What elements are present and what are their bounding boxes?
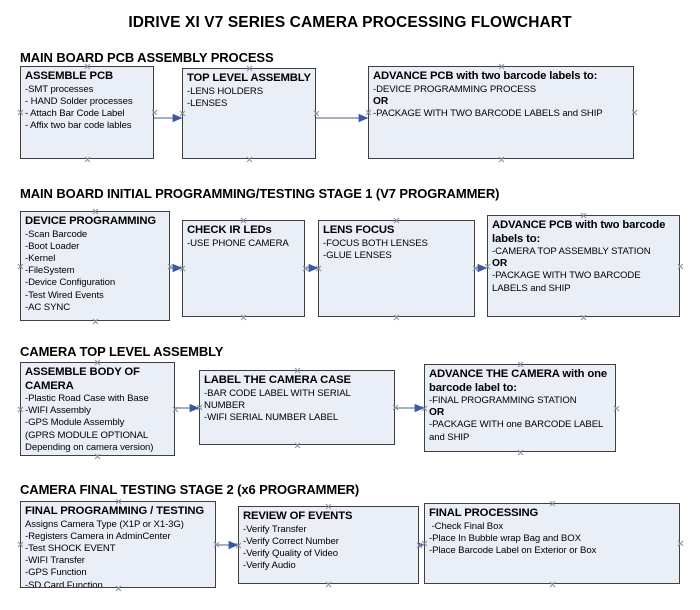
process-box-line: -Place In Bubble wrap Bag and BOX — [429, 532, 581, 544]
process-box-line: -USE PHONE CAMERA — [187, 237, 289, 249]
process-box-lines: -SMT processes- HAND Solder processes- A… — [25, 84, 150, 133]
process-box-line: -SD Card Function — [25, 579, 103, 588]
process-box-line: -Verify Audio — [243, 560, 296, 572]
process-box-line: -Test Wired Events — [25, 289, 104, 301]
process-box-line: -Plastic Road Case with Base — [25, 393, 149, 404]
process-box-line: -PACKAGE WITH one BARCODE LABEL and SHIP — [429, 419, 606, 443]
process-box-line: -Registers Camera in AdminCenter — [25, 530, 171, 542]
process-box-title: LABEL THE CAMERA CASE — [204, 374, 351, 386]
process-box-line: -GLUE LENSES — [323, 249, 392, 261]
process-box-line: -GPS Function — [25, 567, 87, 579]
process-box-line: Assigns Camera Type (X1P or X1-3G) — [25, 518, 184, 530]
process-box-lines: Assigns Camera Type (X1P or X1-3G)-Regis… — [25, 518, 212, 588]
process-box-line: -Verify Quality of Video — [243, 547, 339, 559]
process-box-line: -Scan Barcode — [25, 228, 88, 240]
process-box-title: TOP LEVEL ASSEMBLY — [187, 72, 311, 84]
process-box-lines: -Check Final Box-Place In Bubble wrap Ba… — [429, 521, 676, 558]
process-box[interactable]: LENS FOCUS-FOCUS BOTH LENSES-GLUE LENSES — [318, 220, 475, 317]
process-box-title: ADVANCE THE CAMERA with one barcode labe… — [429, 368, 610, 394]
process-box-line: -PACKAGE WITH TWO BARCODE LABELS and SHI… — [373, 107, 603, 119]
section-heading: MAIN BOARD PCB ASSEMBLY PROCESS — [20, 50, 274, 65]
process-box-title: ASSEMBLE PCB — [25, 70, 113, 82]
process-box-lines: -Verify Transfer-Verify Correct Number-V… — [243, 524, 415, 573]
process-box-line: -Verify Transfer — [243, 523, 307, 535]
process-box[interactable]: DEVICE PROGRAMMING-Scan Barcode-Boot Loa… — [20, 211, 170, 321]
process-box[interactable]: ADVANCE PCB with two barcode labels to:-… — [368, 66, 634, 159]
process-box-line: -GPS Module Assembly — [25, 417, 125, 429]
section-heading: CAMERA TOP LEVEL ASSEMBLY — [20, 344, 224, 359]
process-box-line: Depending on camera version) — [25, 441, 154, 453]
process-box-line: -AC SYNC — [25, 301, 71, 313]
process-box-line: OR — [429, 407, 445, 419]
process-box-title: FINAL PROCESSING — [429, 507, 539, 519]
process-box[interactable]: TOP LEVEL ASSEMBLY-LENS HOLDERS-LENSES — [182, 68, 316, 159]
process-box-line: -LENS HOLDERS — [187, 85, 264, 97]
process-box-title: ADVANCE PCB with two barcode labels to: — [373, 70, 598, 82]
process-box[interactable]: ASSEMBLE BODY OF CAMERA-Plastic Road Cas… — [20, 362, 175, 456]
process-box[interactable]: ADVANCE PCB with two barcode labels to:-… — [487, 215, 680, 317]
process-box-title: FINAL PROGRAMMING / TESTING — [25, 505, 205, 517]
process-box-lines: -Plastic Road Case with Base-WIFI Assemb… — [25, 393, 171, 454]
process-box[interactable]: LABEL THE CAMERA CASE-BAR CODE LABEL WIT… — [199, 370, 395, 445]
process-box-line: -WIFI Assembly — [25, 405, 91, 417]
process-box-line: -CAMERA TOP ASSEMBLY STATION — [492, 246, 651, 257]
process-box[interactable]: ADVANCE THE CAMERA with one barcode labe… — [424, 364, 616, 452]
process-box-lines: -Scan Barcode-Boot Loader-Kernel-FileSys… — [25, 229, 166, 314]
process-box-title: LENS FOCUS — [323, 224, 395, 236]
process-box-line: -Place Barcode Label on Exterior or Box — [429, 544, 597, 556]
process-box-line: -FINAL PROGRAMMING STATION — [429, 395, 577, 406]
process-box-lines: -LENS HOLDERS-LENSES — [187, 86, 312, 110]
process-box-line: -Kernel — [25, 252, 56, 264]
page-title: IDRIVE XI V7 SERIES CAMERA PROCESSING FL… — [128, 14, 572, 31]
process-box-line: -DEVICE PROGRAMMING PROCESS — [373, 83, 537, 95]
process-box-lines: -FOCUS BOTH LENSES-GLUE LENSES — [323, 238, 471, 262]
process-box-line: - Attach Bar Code Label — [25, 107, 125, 119]
process-box[interactable]: FINAL PROCESSING -Check Final Box-Place … — [424, 503, 680, 584]
process-box-line: -WIFI SERIAL NUMBER LABEL — [204, 411, 339, 423]
process-box-title: REVIEW OF EVENTS — [243, 510, 353, 522]
process-box-line: -Boot Loader — [25, 240, 80, 252]
process-box-line: - HAND Solder processes — [25, 95, 133, 107]
section-heading: CAMERA FINAL TESTING STAGE 2 (x6 PROGRAM… — [20, 482, 360, 497]
process-box[interactable]: REVIEW OF EVENTS-Verify Transfer-Verify … — [238, 506, 419, 584]
process-box-line: -Device Configuration — [25, 277, 116, 289]
process-box-line: -Check Final Box — [429, 520, 504, 532]
process-box[interactable]: ASSEMBLE PCB-SMT processes- HAND Solder … — [20, 66, 154, 159]
process-box-line: -PACKAGE WITH TWO BARCODE LABELS and SHI… — [492, 270, 644, 294]
process-box-lines: -BAR CODE LABEL WITH SERIAL NUMBER-WIFI … — [204, 388, 391, 425]
process-box-line: - Affix two bar code lables — [25, 120, 132, 132]
process-box-line: -FileSystem — [25, 265, 75, 277]
process-box-line: -FOCUS BOTH LENSES — [323, 237, 428, 249]
process-box[interactable]: CHECK IR LEDs-USE PHONE CAMERA — [182, 220, 305, 317]
process-box-line: -SMT processes — [25, 83, 94, 95]
section-heading: MAIN BOARD INITIAL PROGRAMMING/TESTING S… — [20, 186, 500, 201]
process-box-line: -Verify Correct Number — [243, 535, 339, 547]
process-box-title: DEVICE PROGRAMMING — [25, 215, 156, 227]
process-box-line: OR — [492, 258, 508, 270]
process-box-title: ASSEMBLE BODY OF CAMERA — [25, 366, 143, 392]
process-box-line: -WIFI Transfer — [25, 555, 85, 567]
process-box-line: (GPRS MODULE OPTIONAL — [25, 429, 149, 441]
process-box-line: -Test SHOCK EVENT — [25, 542, 116, 554]
process-box-line: OR — [373, 95, 389, 107]
process-box-line: -LENSES — [187, 97, 228, 109]
process-box-line: -BAR CODE LABEL WITH SERIAL NUMBER — [204, 387, 353, 411]
process-box-title: CHECK IR LEDs — [187, 224, 272, 236]
process-box-title: ADVANCE PCB with two barcode labels to: — [492, 219, 669, 245]
process-box-lines: -USE PHONE CAMERA — [187, 238, 301, 250]
